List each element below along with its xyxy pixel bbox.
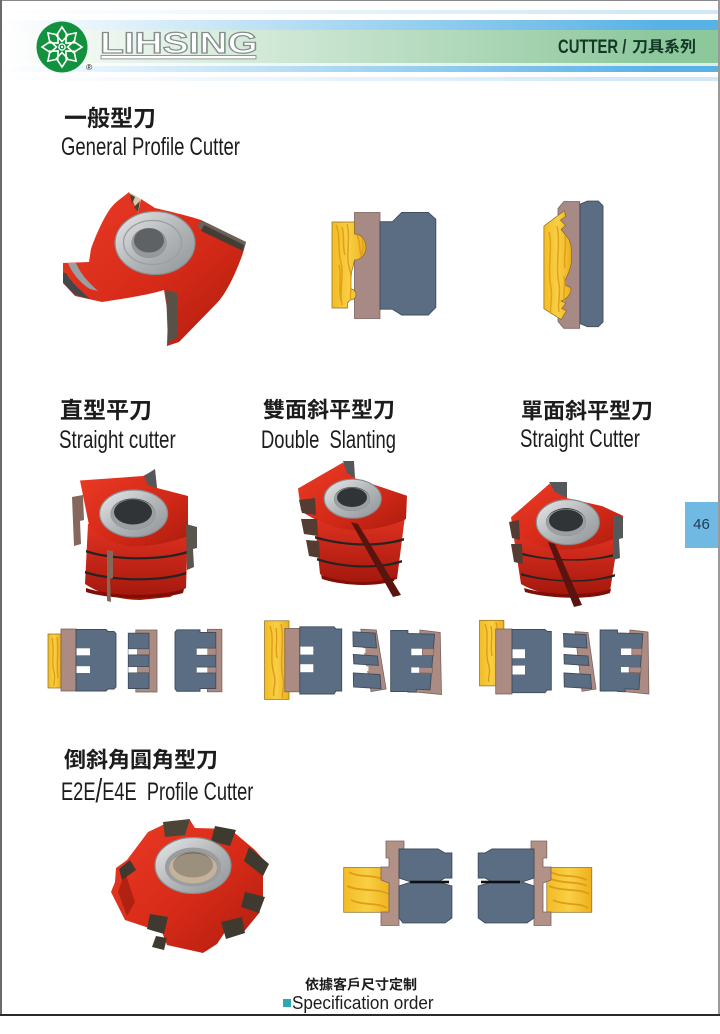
svg-text:LIHSING: LIHSING: [100, 27, 258, 59]
svg-text:®: ®: [86, 62, 93, 72]
